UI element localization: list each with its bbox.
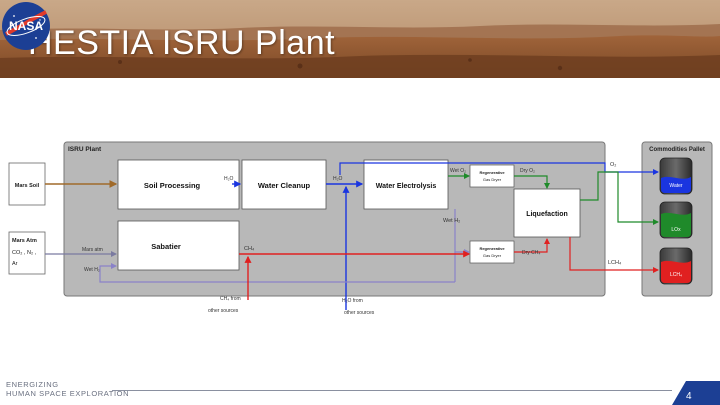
nasa-logo-text: NASA [9, 19, 43, 33]
o2-out-label: O₂ [610, 162, 616, 168]
water-tank-label: Water [669, 183, 682, 189]
liquefaction-label: Liquefaction [526, 211, 568, 218]
water-electrolysis-label: Water Electrolysis [376, 183, 437, 190]
ch4-from-label: CH₄ from [220, 296, 241, 302]
ch4-label: CH₄ [244, 246, 255, 252]
h2o-other-sources-label: other sources [344, 310, 375, 316]
soil-processing-label: Soil Processing [144, 181, 201, 190]
wet-h2-left-label: Wet H₂ [84, 267, 100, 273]
dryer-bottom-label-2: Gas Dryer [483, 253, 502, 258]
sabatier-label: Sabatier [151, 242, 181, 251]
sabatier-block [117, 220, 240, 271]
lch4-tank-label: LCH₄ [670, 272, 682, 278]
page-number-badge [672, 381, 720, 405]
dry-o2-line [514, 175, 550, 189]
mars-atm-label: Mars Atm [12, 238, 37, 244]
footer-line-1: ENERGIZING [6, 380, 59, 389]
footer-tagline: ENERGIZING HUMAN SPACE EXPLORATION [6, 380, 129, 398]
h2o-label-2: H₂O [333, 176, 343, 182]
pallet-title: Commodities Pallet [649, 147, 705, 153]
footer-divider [112, 390, 672, 391]
soil-processing-block [117, 159, 240, 210]
dryer-top-label-2: Gas Dryer [483, 177, 502, 182]
wet-h2-top-label: Wet H₂ [443, 218, 460, 224]
mars-landscape-image [0, 0, 720, 78]
dryer-top-label-1: Regenerative [479, 170, 505, 175]
footer-line-2: HUMAN SPACE EXPLORATION [6, 389, 130, 398]
lch4-to-pallet-line [569, 237, 659, 273]
lch4-out-label: LCH₄ [608, 260, 622, 266]
wet-h2-return-line [99, 263, 455, 283]
dry-o2-label: Dry O₂ [520, 168, 535, 174]
plant-title: ISRU Plant [68, 146, 102, 153]
mars-atm-flow-label: Mars atm [82, 247, 103, 253]
water-tank: Water [659, 157, 693, 195]
lch4-tank: LCH₄ [659, 247, 693, 285]
mars-atm-gases: CO₂ , N₂ , [12, 250, 37, 256]
page-number: 4 [686, 391, 692, 402]
dryer-bottom-label-1: Regenerative [479, 246, 505, 251]
lox-tank-label: LOx [671, 227, 681, 233]
dry-ch4-line [514, 238, 550, 253]
nasa-logo-icon: NASA [2, 2, 50, 50]
water-cleanup-block [241, 159, 327, 210]
dry-ch4-label: Dry CH₄ [522, 250, 540, 256]
ch4-other-sources-label: other sources [208, 308, 239, 314]
title-banner: HESTIA ISRU Plant NASA [0, 0, 720, 78]
water-to-pallet-line [339, 162, 659, 175]
o2-to-pallet-line [580, 171, 659, 225]
water-electrolysis-block [363, 159, 449, 210]
regenerative-gas-dryer-bottom [469, 240, 515, 264]
mars-atm-box [8, 231, 46, 275]
wet-o2-label: Wet O₂ [450, 168, 466, 174]
slide-title: HESTIA ISRU Plant [28, 24, 336, 62]
mars-atm-ar: Ar [12, 261, 18, 267]
liquefaction-block [513, 188, 581, 238]
lox-tank: LOx [659, 201, 693, 239]
regenerative-gas-dryer-top [469, 164, 515, 188]
h2o-from-label: H₂O from [342, 298, 363, 304]
h2o-label-1: H₂O [224, 176, 234, 182]
water-cleanup-label: Water Cleanup [258, 181, 311, 190]
mars-soil-label: Mars Soil [15, 183, 40, 189]
